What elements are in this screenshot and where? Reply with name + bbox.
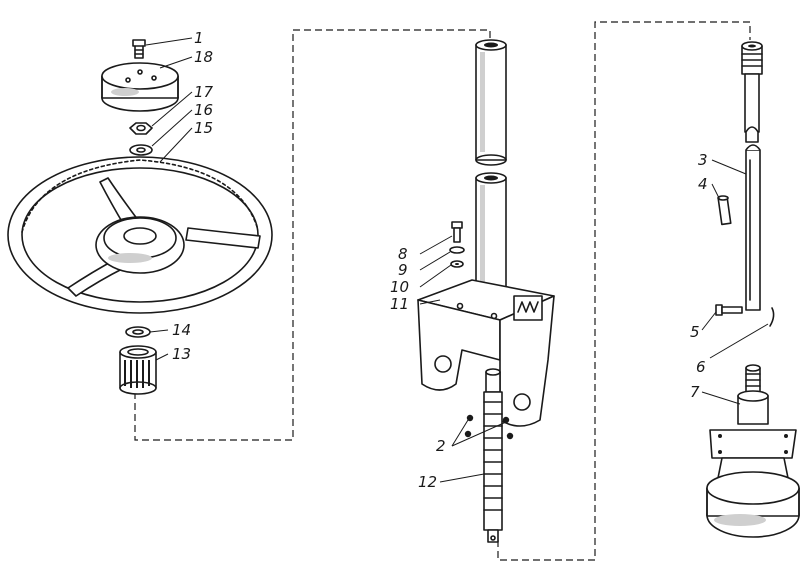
assembly-guide-lines [134, 21, 751, 561]
callout-leader-lines [145, 37, 769, 483]
ball-bearings-part-2 [464, 414, 514, 440]
knurled-nut-part-13 [119, 345, 157, 395]
bolt-part-8 [451, 221, 463, 243]
washer-part-14 [125, 326, 151, 338]
callout-4: 4 [698, 175, 708, 193]
callout-12: 12 [418, 473, 437, 491]
steering-wheel-part-15 [7, 156, 273, 314]
callout-10: 10 [390, 278, 409, 296]
callout-15: 15 [194, 119, 213, 137]
callout-14: 14 [172, 321, 191, 339]
callout-2: 2 [436, 437, 446, 455]
pin-part-4 [717, 195, 732, 226]
cap-part-18 [101, 62, 179, 112]
callout-5: 5 [690, 323, 700, 341]
callout-labels: 1 18 17 16 15 14 13 8 9 10 11 2 12 3 4 5… [172, 29, 708, 491]
callout-1: 1 [194, 29, 204, 47]
bolt-part-5 [715, 304, 743, 316]
washer-part-16 [129, 144, 153, 156]
callout-11: 11 [390, 295, 409, 313]
shaft-part-3 [741, 41, 763, 311]
housing-part-7 [706, 364, 800, 538]
callout-8: 8 [398, 245, 408, 263]
upper-tube [475, 39, 507, 166]
bracket-part-11 [417, 279, 555, 427]
callout-9: 9 [398, 261, 408, 279]
callout-16: 16 [194, 101, 213, 119]
cotter-pin-part-6 [769, 307, 775, 327]
washer-part-10 [450, 260, 464, 268]
callout-17: 17 [194, 83, 214, 101]
screw-part-1 [132, 39, 146, 59]
callout-13: 13 [172, 345, 191, 363]
callout-7: 7 [690, 383, 700, 401]
callout-18: 18 [194, 48, 213, 66]
callout-3: 3 [698, 151, 708, 169]
nut-part-17 [129, 122, 153, 135]
washer-part-9 [449, 246, 465, 254]
callout-6: 6 [696, 358, 706, 376]
shaft-part-12 [483, 368, 503, 543]
